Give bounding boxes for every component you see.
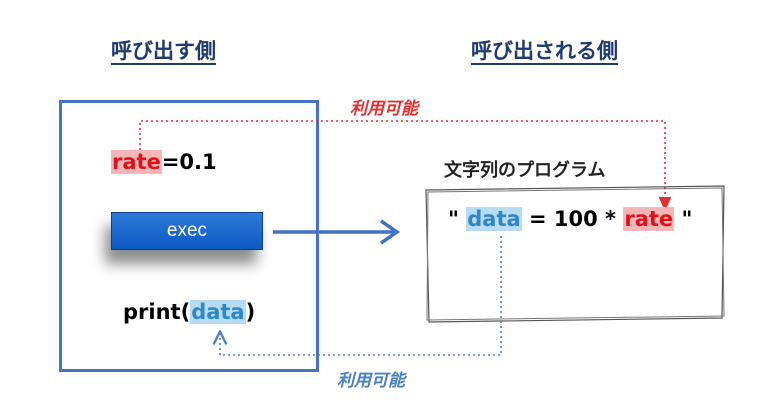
availability-label-bottom: 利用可能 [337,371,405,391]
exec-button-label: exec [166,220,208,241]
caller-heading: 呼び出す側 [111,39,216,63]
print-prefix: print( [123,300,191,324]
program-data-variable: data [466,207,522,231]
print-statement: print(data) [123,300,255,324]
data-availability-arrow [220,236,502,356]
quote-open: " [448,207,459,231]
print-suffix: ) [245,300,256,324]
availability-label-top: 利用可能 [350,99,418,119]
exec-button[interactable]: exec [111,212,263,250]
quote-close: " [674,207,693,231]
rate-variable-highlight: rate [111,150,162,174]
data-variable-highlight: data [190,300,246,324]
program-expression-middle: = 100 * [521,207,624,231]
exec-to-program-arrow [273,219,401,245]
rate-assignment: rate=0.1 [111,150,217,174]
program-rate-variable: rate [623,207,675,231]
program-expression: " data = 100 * rate " [448,207,692,231]
callee-heading: 呼び出される側 [471,39,618,63]
rate-value: =0.1 [161,150,217,174]
program-title: 文字列のプログラム [444,160,606,181]
program-box [425,185,725,323]
rate-availability-arrow [139,120,672,212]
caller-box [59,100,319,372]
